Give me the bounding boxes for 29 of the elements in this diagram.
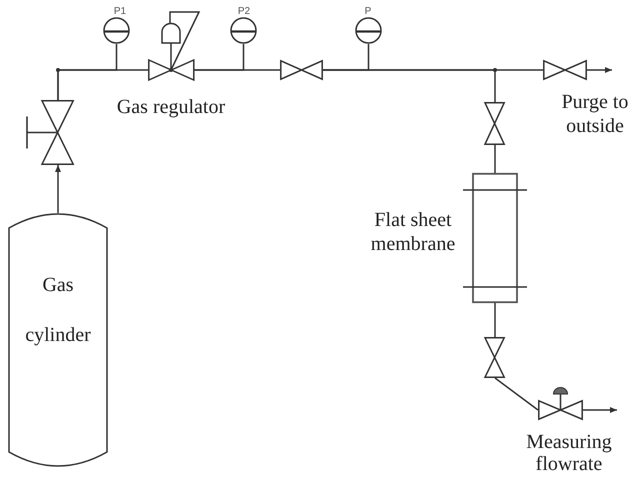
pipe-line bbox=[494, 377, 538, 411]
cylinder-label: Gas cylinder bbox=[24, 273, 92, 348]
needle-valve-symbol bbox=[538, 387, 583, 420]
component-label: Measuring flowrate bbox=[525, 431, 613, 475]
pipe-line bbox=[494, 145, 496, 173]
membrane-module bbox=[463, 173, 527, 303]
pressure-gauge-symbol bbox=[355, 17, 382, 44]
gauge-label: P bbox=[364, 6, 372, 17]
flow-arrow bbox=[583, 407, 617, 413]
pressure-gauge-symbol bbox=[230, 17, 257, 44]
gauge-label: P2 bbox=[236, 6, 252, 17]
valve-symbol bbox=[280, 60, 323, 80]
component-label: Flat sheet membrane bbox=[370, 208, 456, 256]
hand-valve-symbol bbox=[26, 100, 74, 165]
valve-symbol bbox=[543, 60, 587, 80]
valve-symbol bbox=[485, 337, 505, 378]
component-label: Purge to outside bbox=[560, 90, 630, 138]
pipe-line bbox=[323, 69, 496, 102]
valve-symbol bbox=[485, 102, 505, 145]
pipe-line bbox=[494, 303, 496, 337]
gas-cylinder bbox=[8, 213, 108, 467]
component-label: Gas regulator bbox=[116, 95, 226, 119]
pipe-line bbox=[194, 69, 280, 71]
gauge-label: P1 bbox=[112, 6, 128, 17]
flow-arrow bbox=[55, 165, 61, 213]
pipe-line bbox=[57, 69, 148, 100]
pressure-regulator-symbol bbox=[148, 9, 200, 81]
flow-arrow bbox=[587, 67, 612, 73]
pressure-gauge-symbol bbox=[103, 17, 130, 44]
